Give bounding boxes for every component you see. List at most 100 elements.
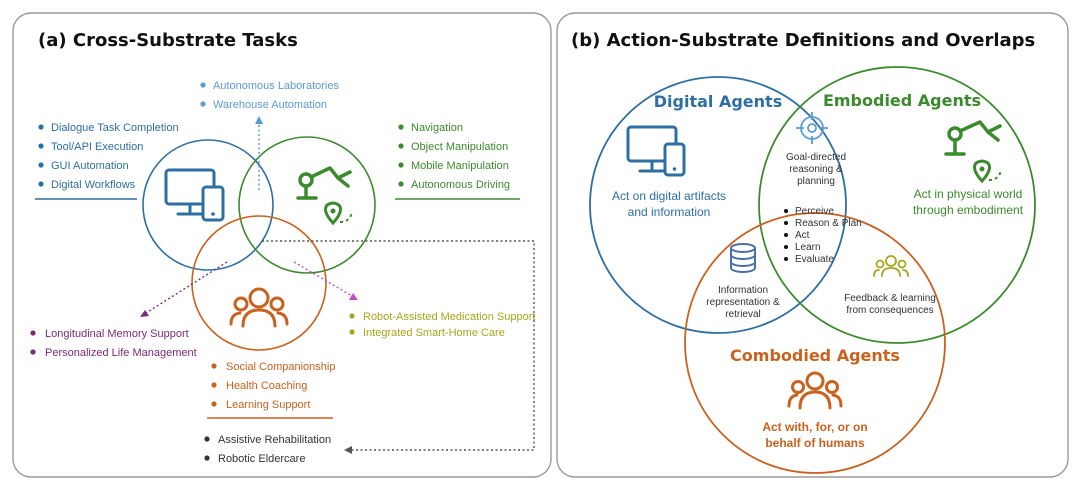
digital-task-list: Dialogue Task Completion Tool/API Execut… — [35, 122, 179, 200]
digital-agents-label: Digital Agents — [654, 92, 782, 111]
arrowhead-up — [255, 116, 263, 124]
bullet — [200, 82, 206, 88]
center-capability-list: Perceive Reason & Plan Act Learn Evaluat… — [784, 206, 862, 265]
crosshair-target-icon — [796, 112, 828, 144]
bullet — [211, 401, 217, 407]
left-panel: (a) Cross-Substrate Tasks — [12, 12, 552, 478]
people-icon — [787, 371, 843, 410]
capability-reason-plan: Reason & Plan — [795, 218, 862, 229]
arrowhead-memory — [140, 310, 149, 317]
robot-assisted-task-list: Robot-Assisted Medication Support Integr… — [349, 311, 535, 339]
digital-circle — [142, 139, 274, 271]
bullet — [200, 101, 206, 107]
embodied-circle — [238, 136, 376, 274]
bullet — [349, 313, 355, 319]
task-smart-home: Integrated Smart-Home Care — [363, 327, 505, 339]
task-gui-automation: GUI Automation — [51, 160, 129, 172]
bullet — [38, 181, 44, 187]
capability-act: Act — [795, 230, 810, 241]
bullet — [398, 181, 404, 187]
arrowhead-rehab — [344, 446, 352, 454]
combodied-agents-desc-line-1: Act with, for, or on — [762, 420, 867, 434]
bullet — [784, 257, 788, 261]
combodied-agents-circle — [684, 212, 946, 474]
task-mobile-manipulation: Mobile Manipulation — [411, 160, 509, 172]
location-pin-icon — [973, 159, 1002, 184]
bullet — [204, 436, 210, 442]
bullet — [784, 221, 788, 225]
bullet — [30, 330, 36, 336]
overlap-digital-embodied-line-3: planning — [797, 176, 835, 187]
location-pin-icon — [324, 201, 353, 226]
task-tool-api: Tool/API Execution — [51, 141, 143, 153]
bullet — [349, 329, 355, 335]
capability-learn: Learn — [795, 242, 821, 253]
task-dialogue-completion: Dialogue Task Completion — [51, 122, 179, 134]
task-object-manipulation: Object Manipulation — [411, 141, 508, 153]
task-assistive-rehabilitation: Assistive Rehabilitation — [218, 434, 331, 446]
robot-arm-icon — [944, 120, 1002, 156]
memory-task-list: Longitudinal Memory Support Personalized… — [30, 328, 197, 359]
bullet — [784, 233, 788, 237]
overlap-digital-embodied-line-2: reasoning & — [789, 164, 843, 175]
group-people-icon — [873, 255, 909, 277]
combodied-circle — [191, 215, 327, 351]
rehab-task-list: Assistive Rehabilitation Robotic Elderca… — [204, 434, 331, 465]
arrowhead-robot — [349, 293, 358, 300]
bullet — [204, 455, 210, 461]
human-task-list: Social Companionship Health Coaching Lea… — [207, 361, 335, 419]
right-panel-frame — [556, 12, 1069, 478]
bullet — [211, 363, 217, 369]
left-panel-title: (a) Cross-Substrate Tasks — [38, 30, 298, 51]
bullet — [784, 245, 788, 249]
task-navigation: Navigation — [411, 122, 463, 134]
tablet-icon — [201, 185, 225, 222]
embodied-agents-desc-line-1: Act in physical world — [914, 187, 1023, 201]
combodied-agents-label: Combodied Agents — [730, 346, 900, 365]
people-icon — [229, 287, 289, 328]
bullet — [38, 143, 44, 149]
task-robot-medication: Robot-Assisted Medication Support — [363, 311, 535, 323]
combodied-agents-desc-line-2: behalf of humans — [765, 436, 865, 450]
bullet — [30, 349, 36, 355]
capability-evaluate: Evaluate — [795, 254, 834, 265]
embodied-agents-label: Embodied Agents — [823, 91, 981, 110]
task-longitudinal-memory: Longitudinal Memory Support — [45, 328, 189, 340]
robot-arm-icon — [296, 166, 352, 200]
task-warehouse-automation: Warehouse Automation — [213, 99, 327, 111]
embodied-agents-circle — [758, 66, 1036, 344]
database-icon — [730, 243, 756, 273]
task-autonomous-laboratories: Autonomous Laboratories — [213, 80, 339, 92]
right-panel-title: (b) Action-Substrate Definitions and Ove… — [571, 30, 1035, 51]
task-personalized-life: Personalized Life Management — [45, 347, 197, 359]
arrowheads — [140, 116, 358, 454]
overlap-digital-combodied-line-1: Information — [718, 285, 768, 296]
embodied-agents-desc-line-2: through embodiment — [913, 203, 1024, 217]
task-social-companionship: Social Companionship — [226, 361, 335, 373]
bullet — [398, 143, 404, 149]
bullet — [211, 382, 217, 388]
left-panel-frame — [12, 12, 552, 478]
digital-agents-desc-line-1: Act on digital artifacts — [612, 189, 726, 203]
task-learning-support: Learning Support — [226, 399, 310, 411]
bullet — [784, 209, 788, 213]
connector-arrows — [145, 122, 535, 451]
bullet — [38, 162, 44, 168]
overlap-embodied-combodied-line-1: Feedback & learning — [844, 293, 936, 304]
right-panel: (b) Action-Substrate Definitions and Ove… — [556, 12, 1069, 478]
bullet — [398, 162, 404, 168]
digital-agents-circle — [589, 76, 847, 334]
digital-agents-desc-line-2: and information — [628, 205, 711, 219]
task-robotic-eldercare: Robotic Eldercare — [218, 453, 305, 465]
overlap-digital-embodied-line-1: Goal-directed — [786, 152, 846, 163]
capability-perceive: Perceive — [795, 206, 834, 217]
bullet — [38, 124, 44, 130]
overlap-embodied-combodied-line-2: from consequences — [846, 305, 933, 316]
task-autonomous-driving: Autonomous Driving — [411, 179, 510, 191]
embodied-task-list: Navigation Object Manipulation Mobile Ma… — [395, 122, 520, 200]
overlap-digital-combodied-line-3: retrieval — [725, 309, 761, 320]
bullet — [398, 124, 404, 130]
top-task-list: Autonomous Laboratories Warehouse Automa… — [200, 80, 339, 111]
arrow-to-rehab-tasks — [262, 240, 535, 451]
